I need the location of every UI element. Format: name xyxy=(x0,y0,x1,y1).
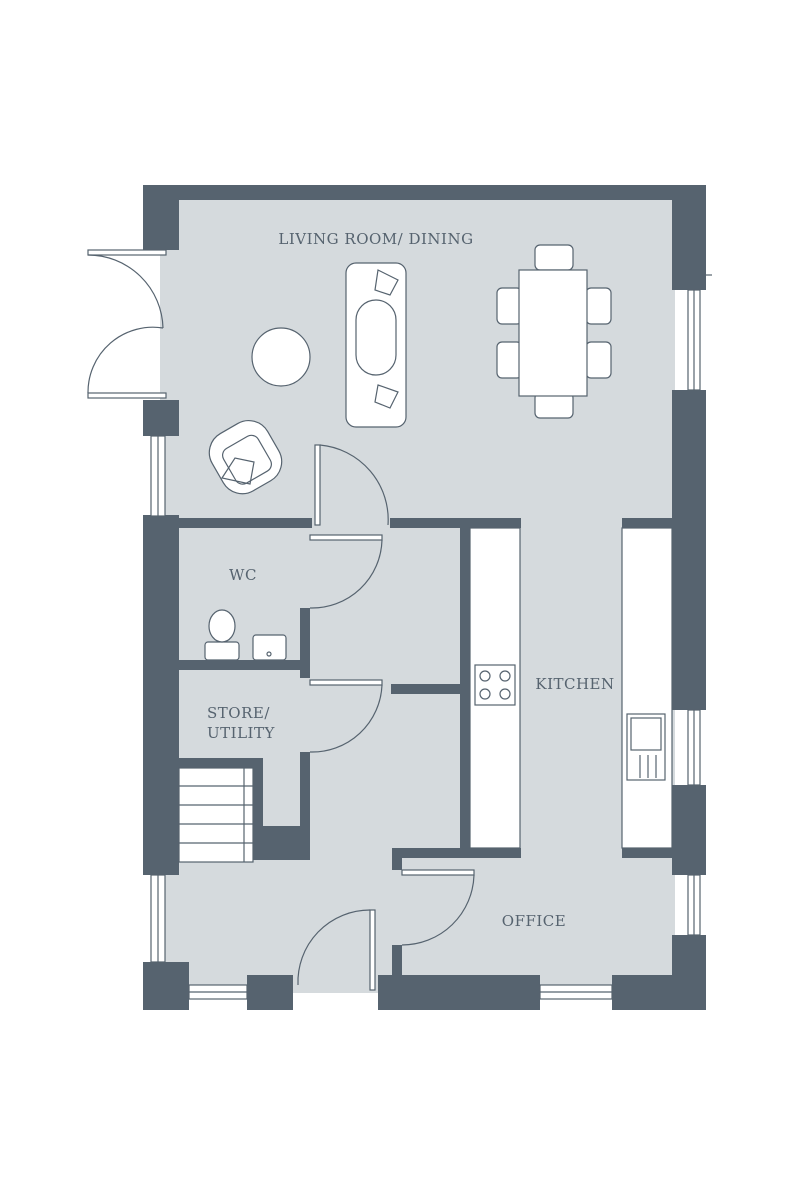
stairs xyxy=(178,767,254,863)
room-label-utility: UTILITY xyxy=(207,724,275,742)
windows xyxy=(150,274,712,1000)
room-label-store: STORE/ xyxy=(207,704,270,722)
doors xyxy=(87,249,475,991)
wc-fixtures xyxy=(204,609,287,661)
room-label-office: OFFICE xyxy=(502,912,566,930)
room-label-living-dining: LIVING ROOM/ DINING xyxy=(278,230,473,248)
room-label-wc: WC xyxy=(229,566,257,584)
room-label-kitchen: KITCHEN xyxy=(535,675,614,693)
dining-table xyxy=(496,244,612,419)
kitchen-units xyxy=(469,527,673,849)
walls xyxy=(143,185,706,1010)
living-furniture xyxy=(208,262,407,495)
